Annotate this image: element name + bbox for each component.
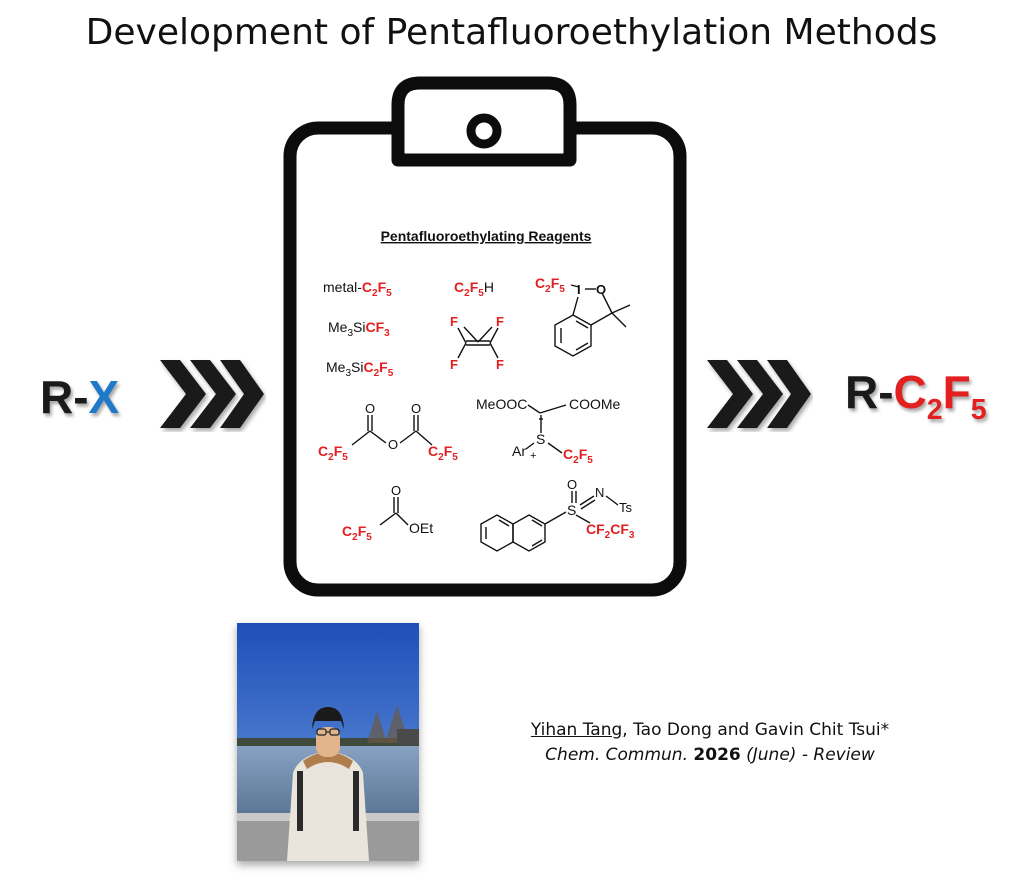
svg-text:I: I bbox=[577, 282, 581, 297]
svg-text:F: F bbox=[496, 357, 504, 372]
carbon-subscript: 2 bbox=[926, 393, 943, 426]
journal-name: Chem. Commun. bbox=[545, 745, 688, 765]
sulfoximine-cf2cf3: CF2CF3 bbox=[586, 521, 635, 541]
svg-text:OEt: OEt bbox=[409, 520, 433, 536]
journal-year: 2026 bbox=[693, 745, 741, 765]
ylide-c2f5: C2F5 bbox=[563, 446, 593, 466]
article-type: - Review bbox=[801, 745, 875, 765]
reagent-me3sic2f5: Me3SiC2F5 bbox=[326, 359, 394, 379]
arrow-chevrons-right-icon bbox=[707, 360, 811, 428]
svg-text:F: F bbox=[450, 357, 458, 372]
r-prefix: R- bbox=[40, 371, 89, 423]
svg-text:O: O bbox=[411, 401, 421, 416]
reagent-me3sicf3: Me3SiCF3 bbox=[328, 319, 390, 339]
svg-text:O: O bbox=[388, 437, 398, 452]
svg-text:O: O bbox=[391, 483, 401, 498]
substrate-label: R-X bbox=[40, 370, 119, 424]
carbon-symbol: C bbox=[893, 366, 927, 418]
reagent-c2f5h: C2F5H bbox=[454, 279, 494, 299]
ylide-meooc: MeOOC bbox=[476, 396, 527, 412]
svg-text:Ts: Ts bbox=[619, 500, 633, 515]
product-label: R-C2F5 bbox=[845, 365, 987, 427]
co-authors: , Tao Dong and Gavin Chit Tsui* bbox=[622, 720, 890, 740]
ylide-coome: COOMe bbox=[569, 396, 621, 412]
togni-c2f5-label: C2F5 bbox=[535, 275, 565, 295]
reagents-heading: Pentafluoroethylating Reagents bbox=[381, 228, 592, 244]
reagent-metal-c2f5: metal-C2F5 bbox=[323, 279, 392, 299]
journal-month: (June) bbox=[746, 745, 797, 765]
reagent-anhydride bbox=[351, 415, 433, 446]
svg-text:N: N bbox=[595, 485, 604, 500]
anhydride-c2f5-right: C2F5 bbox=[428, 443, 458, 463]
reagent-naphthyl-sulfoximine bbox=[480, 491, 619, 552]
svg-text:+: + bbox=[530, 450, 536, 462]
journal-line: Chem. Commun. 2026 (June) - Review bbox=[430, 743, 990, 768]
svg-text:O: O bbox=[596, 282, 606, 297]
leaving-group-x: X bbox=[88, 371, 120, 423]
reagent-hypervalent-iodine bbox=[554, 284, 631, 357]
svg-text:S: S bbox=[567, 502, 576, 518]
svg-text:F: F bbox=[496, 314, 504, 329]
svg-text:O: O bbox=[365, 401, 375, 416]
fluorine-symbol: F bbox=[942, 366, 971, 418]
svg-text:S: S bbox=[536, 431, 545, 447]
r-prefix: R- bbox=[845, 366, 894, 418]
first-author: Yihan Tang bbox=[530, 720, 623, 740]
reagent-tetrafluoroethylene: F F F F bbox=[450, 314, 504, 372]
page-title: Development of Pentafluoroethylation Met… bbox=[85, 12, 938, 53]
ester-c2f5: C2F5 bbox=[342, 523, 372, 543]
fluorine-subscript: 5 bbox=[970, 393, 987, 426]
reagent-ethyl-ester bbox=[379, 497, 409, 526]
svg-text:Ar: Ar bbox=[512, 443, 526, 459]
citation-block: Yihan Tang, Tao Dong and Gavin Chit Tsui… bbox=[430, 718, 990, 768]
anhydride-c2f5-left: C2F5 bbox=[318, 443, 348, 463]
portrait-photo bbox=[237, 623, 419, 861]
authors-line: Yihan Tang, Tao Dong and Gavin Chit Tsui… bbox=[430, 718, 990, 743]
svg-text:F: F bbox=[450, 314, 458, 329]
reagent-sulfonium-ylide bbox=[525, 404, 567, 454]
clipboard-icon: Pentafluoroethylating Reagents metal-C2F… bbox=[283, 76, 687, 597]
arrow-chevrons-left-icon bbox=[160, 360, 264, 428]
c2f5-group: C2F5 bbox=[893, 366, 987, 426]
svg-text:O: O bbox=[567, 477, 577, 492]
